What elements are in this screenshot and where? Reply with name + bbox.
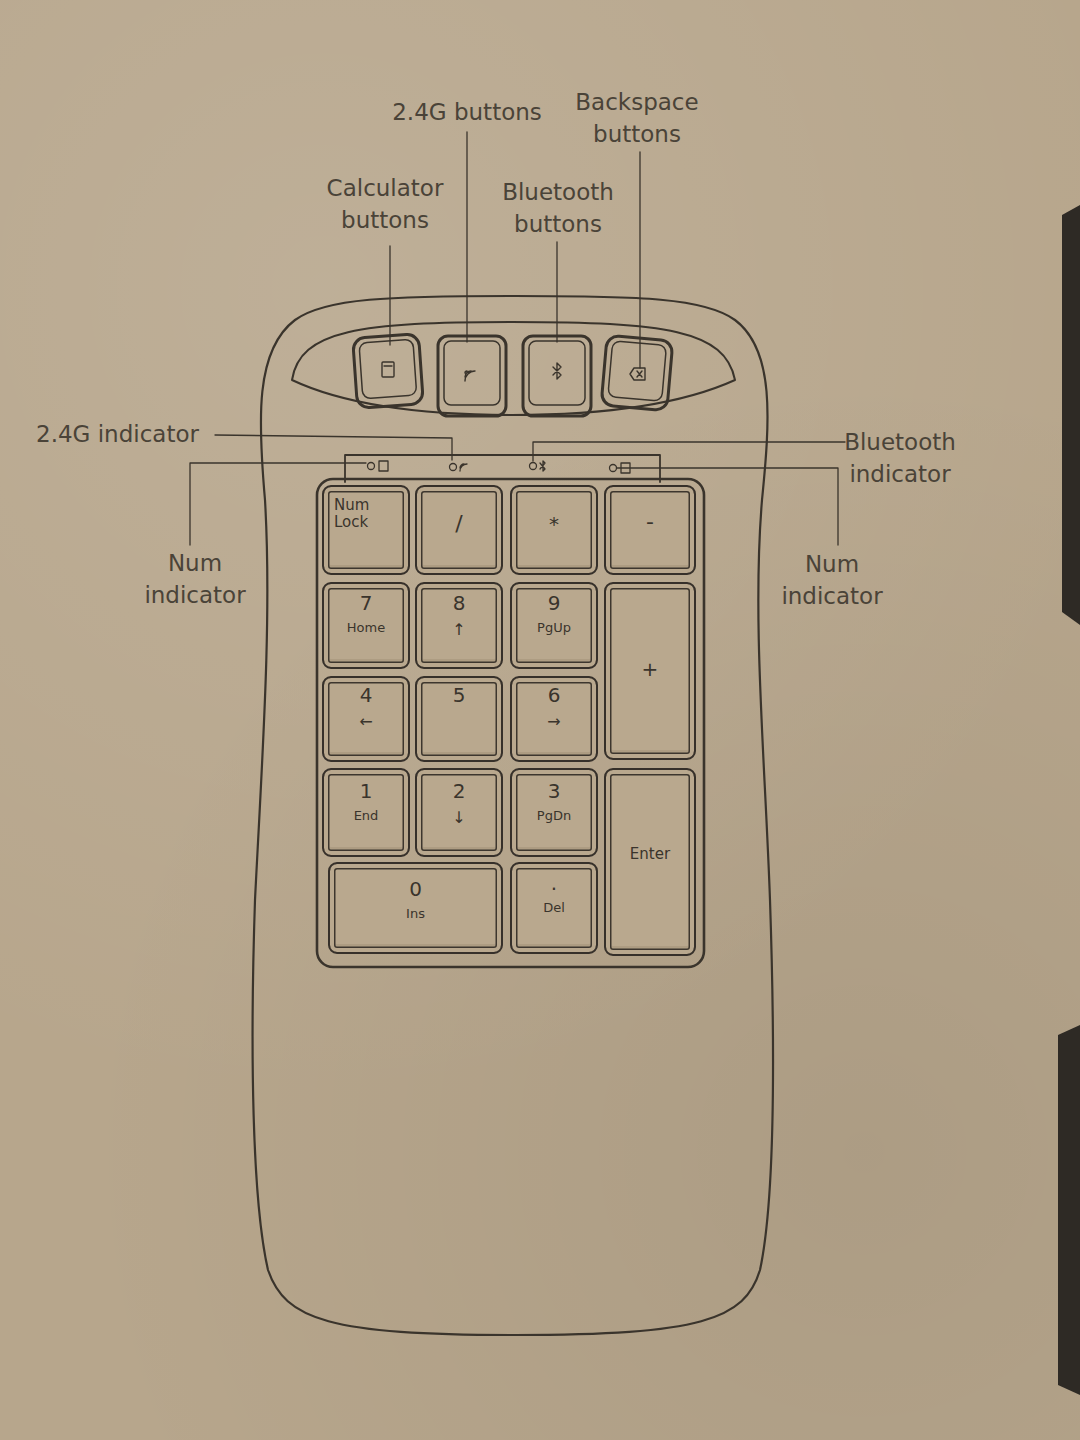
key-legend: - <box>646 509 654 534</box>
key-legend: . <box>551 872 557 895</box>
key-legend: 2 <box>453 780 466 803</box>
key-sublegend: ↓ <box>452 809 465 827</box>
key-sublegend: Ins <box>406 907 425 922</box>
key-sublegend: PgDn <box>537 809 571 824</box>
keypad-key: Enter <box>604 768 696 956</box>
keypad-key: 1End <box>322 768 410 857</box>
keypad-frame <box>317 479 704 967</box>
key-sublegend: PgUp <box>537 621 571 636</box>
callout-label: Calculator buttons <box>310 172 460 236</box>
keypad-key: . Del <box>510 862 598 954</box>
device-body <box>253 296 773 1335</box>
callout-label: Bluetooth buttons <box>483 176 633 240</box>
callout-label: Bluetooth indicator <box>825 426 975 490</box>
key-sublegend: Del <box>543 901 565 916</box>
callout-label: Num indicator <box>130 547 260 611</box>
leader-lines <box>190 132 845 545</box>
key-legend: Enter <box>630 846 670 863</box>
keypad-key: 4← <box>322 676 410 762</box>
keypad-key: 7Home <box>322 582 410 669</box>
key-sublegend: End <box>354 809 379 824</box>
indicator-lights <box>368 461 631 473</box>
keypad-key: Num Lock <box>322 485 410 575</box>
keypad-key: * <box>510 485 598 575</box>
top-buttons <box>353 334 673 416</box>
key-legend: 5 <box>453 684 466 707</box>
key-legend: 8 <box>453 592 466 615</box>
key-legend: Num Lock <box>334 497 408 532</box>
button-panel <box>292 322 735 415</box>
key-sublegend: → <box>547 713 560 731</box>
key-legend: / <box>455 511 462 536</box>
key-legend: 6 <box>548 684 561 707</box>
callout-label: Num indicator <box>767 548 897 612</box>
key-legend: * <box>549 513 559 536</box>
keypad-key: 2↓ <box>415 768 503 857</box>
key-legend: 0 <box>409 878 422 901</box>
key-legend: 1 <box>360 780 373 803</box>
keypad-key: 5 <box>415 676 503 762</box>
key-sublegend: ← <box>359 713 372 731</box>
key-legend: 7 <box>360 592 373 615</box>
button-icons <box>382 362 645 381</box>
callout-label: Backspace buttons <box>562 86 712 150</box>
keypad-key: 8↑ <box>415 582 503 669</box>
keypad-key: 6→ <box>510 676 598 762</box>
key-sublegend: Home <box>347 621 385 636</box>
key-sublegend: ↑ <box>452 621 465 639</box>
keypad-key: + <box>604 582 696 760</box>
key-legend: + <box>642 658 659 681</box>
key-legend: 4 <box>360 684 373 707</box>
keypad-key: 3PgDn <box>510 768 598 857</box>
key-legend: 3 <box>548 780 561 803</box>
box-slots <box>1058 205 1080 1395</box>
callout-label: 2.4G buttons <box>347 96 587 128</box>
key-legend: 9 <box>548 592 561 615</box>
keypad-key: 9PgUp <box>510 582 598 669</box>
callout-label: 2.4G indicator <box>36 418 236 450</box>
keypad-key: 0Ins <box>328 862 503 954</box>
keypad-key: - <box>604 485 696 575</box>
keypad-key: / <box>415 485 503 575</box>
